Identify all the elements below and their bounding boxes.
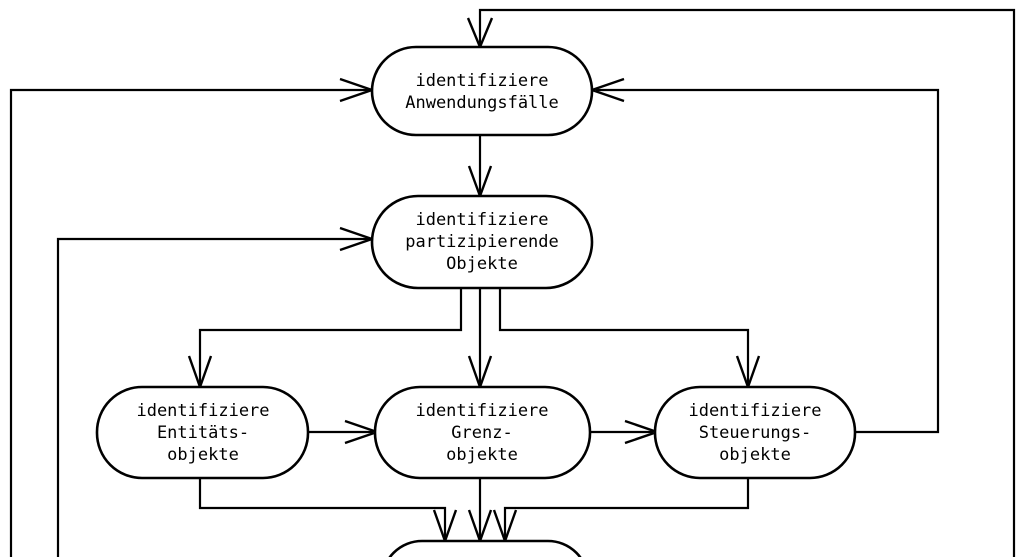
node-boundary-objects-label-3: objekte [446, 445, 518, 465]
node-control-objects-label-3: objekte [719, 445, 791, 465]
edge-layer [9, 8, 1016, 557]
edge-entity-to-bottom [198, 478, 447, 539]
node-use-cases-label-2: Anwendungsfälle [405, 93, 559, 113]
node-participating-objects-label: identifiziere [415, 210, 548, 230]
node-use-cases[interactable]: identifiziere Anwendungsfälle [370, 45, 594, 137]
node-entity-objects[interactable]: identifiziere Entitäts- objekte [95, 385, 310, 480]
node-layer: identifiziere Anwendungsfälle identifizi… [95, 45, 857, 557]
node-boundary-objects-shape [373, 385, 592, 480]
node-boundary-objects[interactable]: identifiziere Grenz- objekte [373, 385, 592, 480]
edge-participating-to-entity [198, 288, 463, 385]
node-use-cases-label: identifiziere [415, 71, 548, 91]
edge-left-rail-inner [56, 237, 370, 557]
node-entity-objects-label-3: objekte [167, 445, 239, 465]
node-bottom-partial-shape [388, 539, 582, 557]
node-control-objects-label: identifiziere [688, 401, 821, 421]
node-use-cases-shape [370, 45, 594, 137]
node-control-objects[interactable]: identifiziere Steuerungs- objekte [653, 385, 857, 480]
node-bottom-partial[interactable] [382, 539, 588, 557]
edge-control-to-use-cases [596, 88, 940, 434]
edge-participating-to-control [498, 288, 750, 385]
node-participating-objects-label-3: Objekte [446, 254, 518, 274]
node-participating-objects-shape [370, 194, 594, 290]
node-boundary-objects-label: identifiziere [415, 401, 548, 421]
node-participating-objects-label-2: partizipierende [405, 232, 559, 252]
node-control-objects-shape [653, 385, 857, 480]
node-boundary-objects-label-2: Grenz- [451, 423, 512, 443]
node-entity-objects-shape [95, 385, 310, 480]
node-entity-objects-label: identifiziere [136, 401, 269, 421]
node-entity-objects-label-2: Entitäts- [157, 423, 249, 443]
node-participating-objects[interactable]: identifiziere partizipierende Objekte [370, 194, 594, 290]
edge-left-rail-outer [9, 88, 370, 557]
node-control-objects-label-2: Steuerungs- [699, 423, 812, 443]
edge-control-to-bottom [503, 478, 750, 539]
edge-outer-loop-top [478, 8, 1016, 557]
